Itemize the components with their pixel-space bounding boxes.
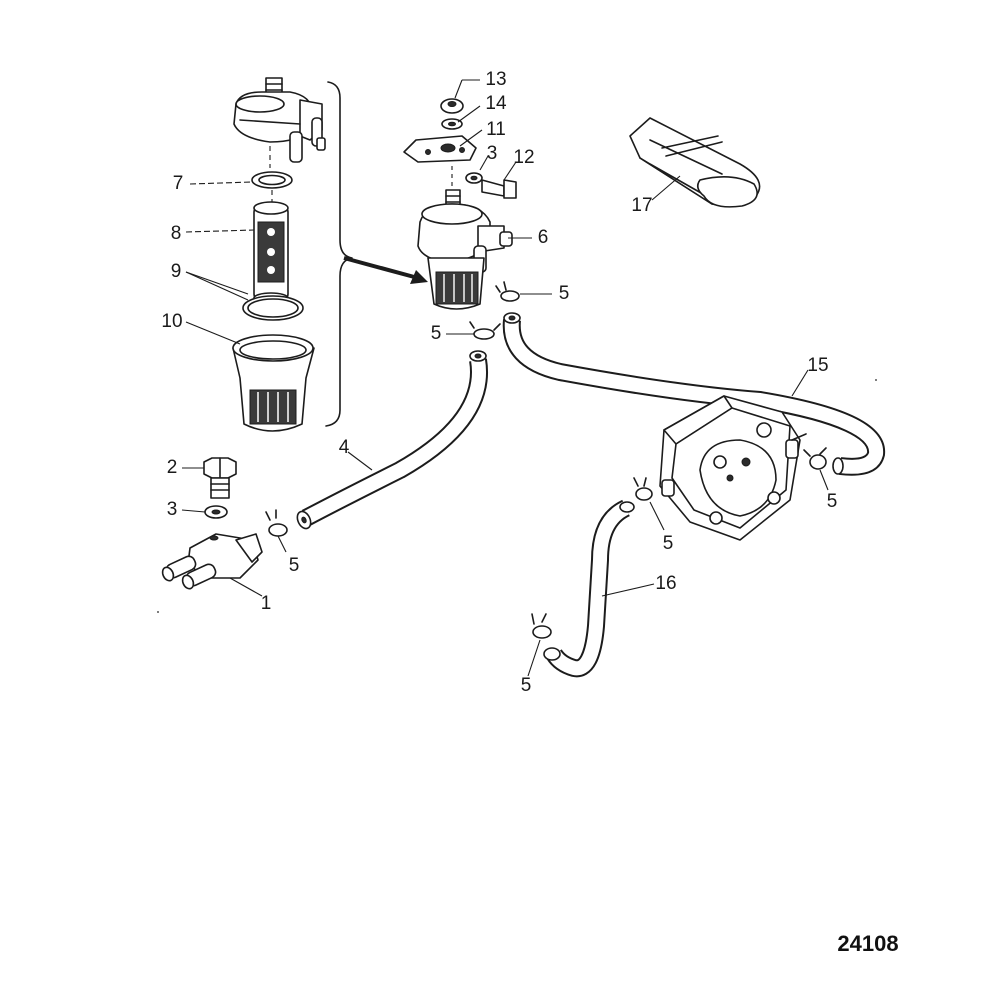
part-2-bolt [203,457,237,499]
stray-dot [875,379,877,381]
callout-5-d: 5 [663,533,674,554]
callout-11: 11 [486,119,506,140]
leader-lines [181,79,829,677]
part-5-clamp-f [531,613,552,639]
figure-number: 24108 [837,931,898,956]
assembly-bracket [325,81,353,427]
part-14-washer [441,118,463,130]
filter-head [233,77,326,163]
part-1-fitting [161,533,263,590]
callout-numbers: 7 8 9 10 13 14 11 3 12 6 5 5 4 2 3 5 1 1… [161,69,837,696]
part-12-bolt [481,179,517,199]
callout-5-e: 5 [827,491,838,512]
callout-9: 9 [171,261,182,282]
callout-5-f: 5 [521,675,532,696]
callout-3-upper: 3 [487,143,498,164]
callout-2: 2 [167,457,178,478]
callout-5-a: 5 [559,283,570,304]
part-9-gasket [242,295,304,321]
part-15-hose [502,312,886,476]
callout-17: 17 [631,195,652,216]
part-3-washer-lower [204,505,228,519]
callout-5-c: 5 [289,555,300,576]
part-10-filter-bowl [232,334,315,432]
callout-14: 14 [485,93,507,114]
part-11-bracket [403,135,477,163]
part-16-hose [543,499,635,678]
callout-1: 1 [261,593,272,614]
part-5-clamp-a [495,281,520,302]
callout-15: 15 [807,355,828,376]
callout-8: 8 [171,223,182,244]
part-17-sleeve [629,117,761,208]
stray-dot [157,611,159,613]
callout-3-lower: 3 [167,499,178,520]
filter-exploded-view [232,77,353,432]
part-5-clamp-e [803,447,827,470]
assembled-fuel-filter [403,98,517,310]
part-7-seal [251,171,293,189]
part-5-clamp-c [265,509,288,537]
callout-12: 12 [513,147,534,168]
callout-16: 16 [655,573,676,594]
callout-6: 6 [538,227,549,248]
assembly-arrow [343,256,428,284]
callout-4: 4 [339,437,350,458]
callout-7: 7 [173,173,184,194]
callout-10: 10 [161,311,182,332]
part-13-nut [440,98,464,114]
callout-5-b: 5 [431,323,442,344]
part-5-clamp-d [633,477,653,501]
part-3-washer-upper [465,172,483,184]
part-8-filter-element [253,201,289,304]
fuel-pump [659,395,807,541]
callout-13: 13 [485,69,506,90]
part-5-clamp-b [469,321,501,340]
part-4-hose [296,350,488,530]
